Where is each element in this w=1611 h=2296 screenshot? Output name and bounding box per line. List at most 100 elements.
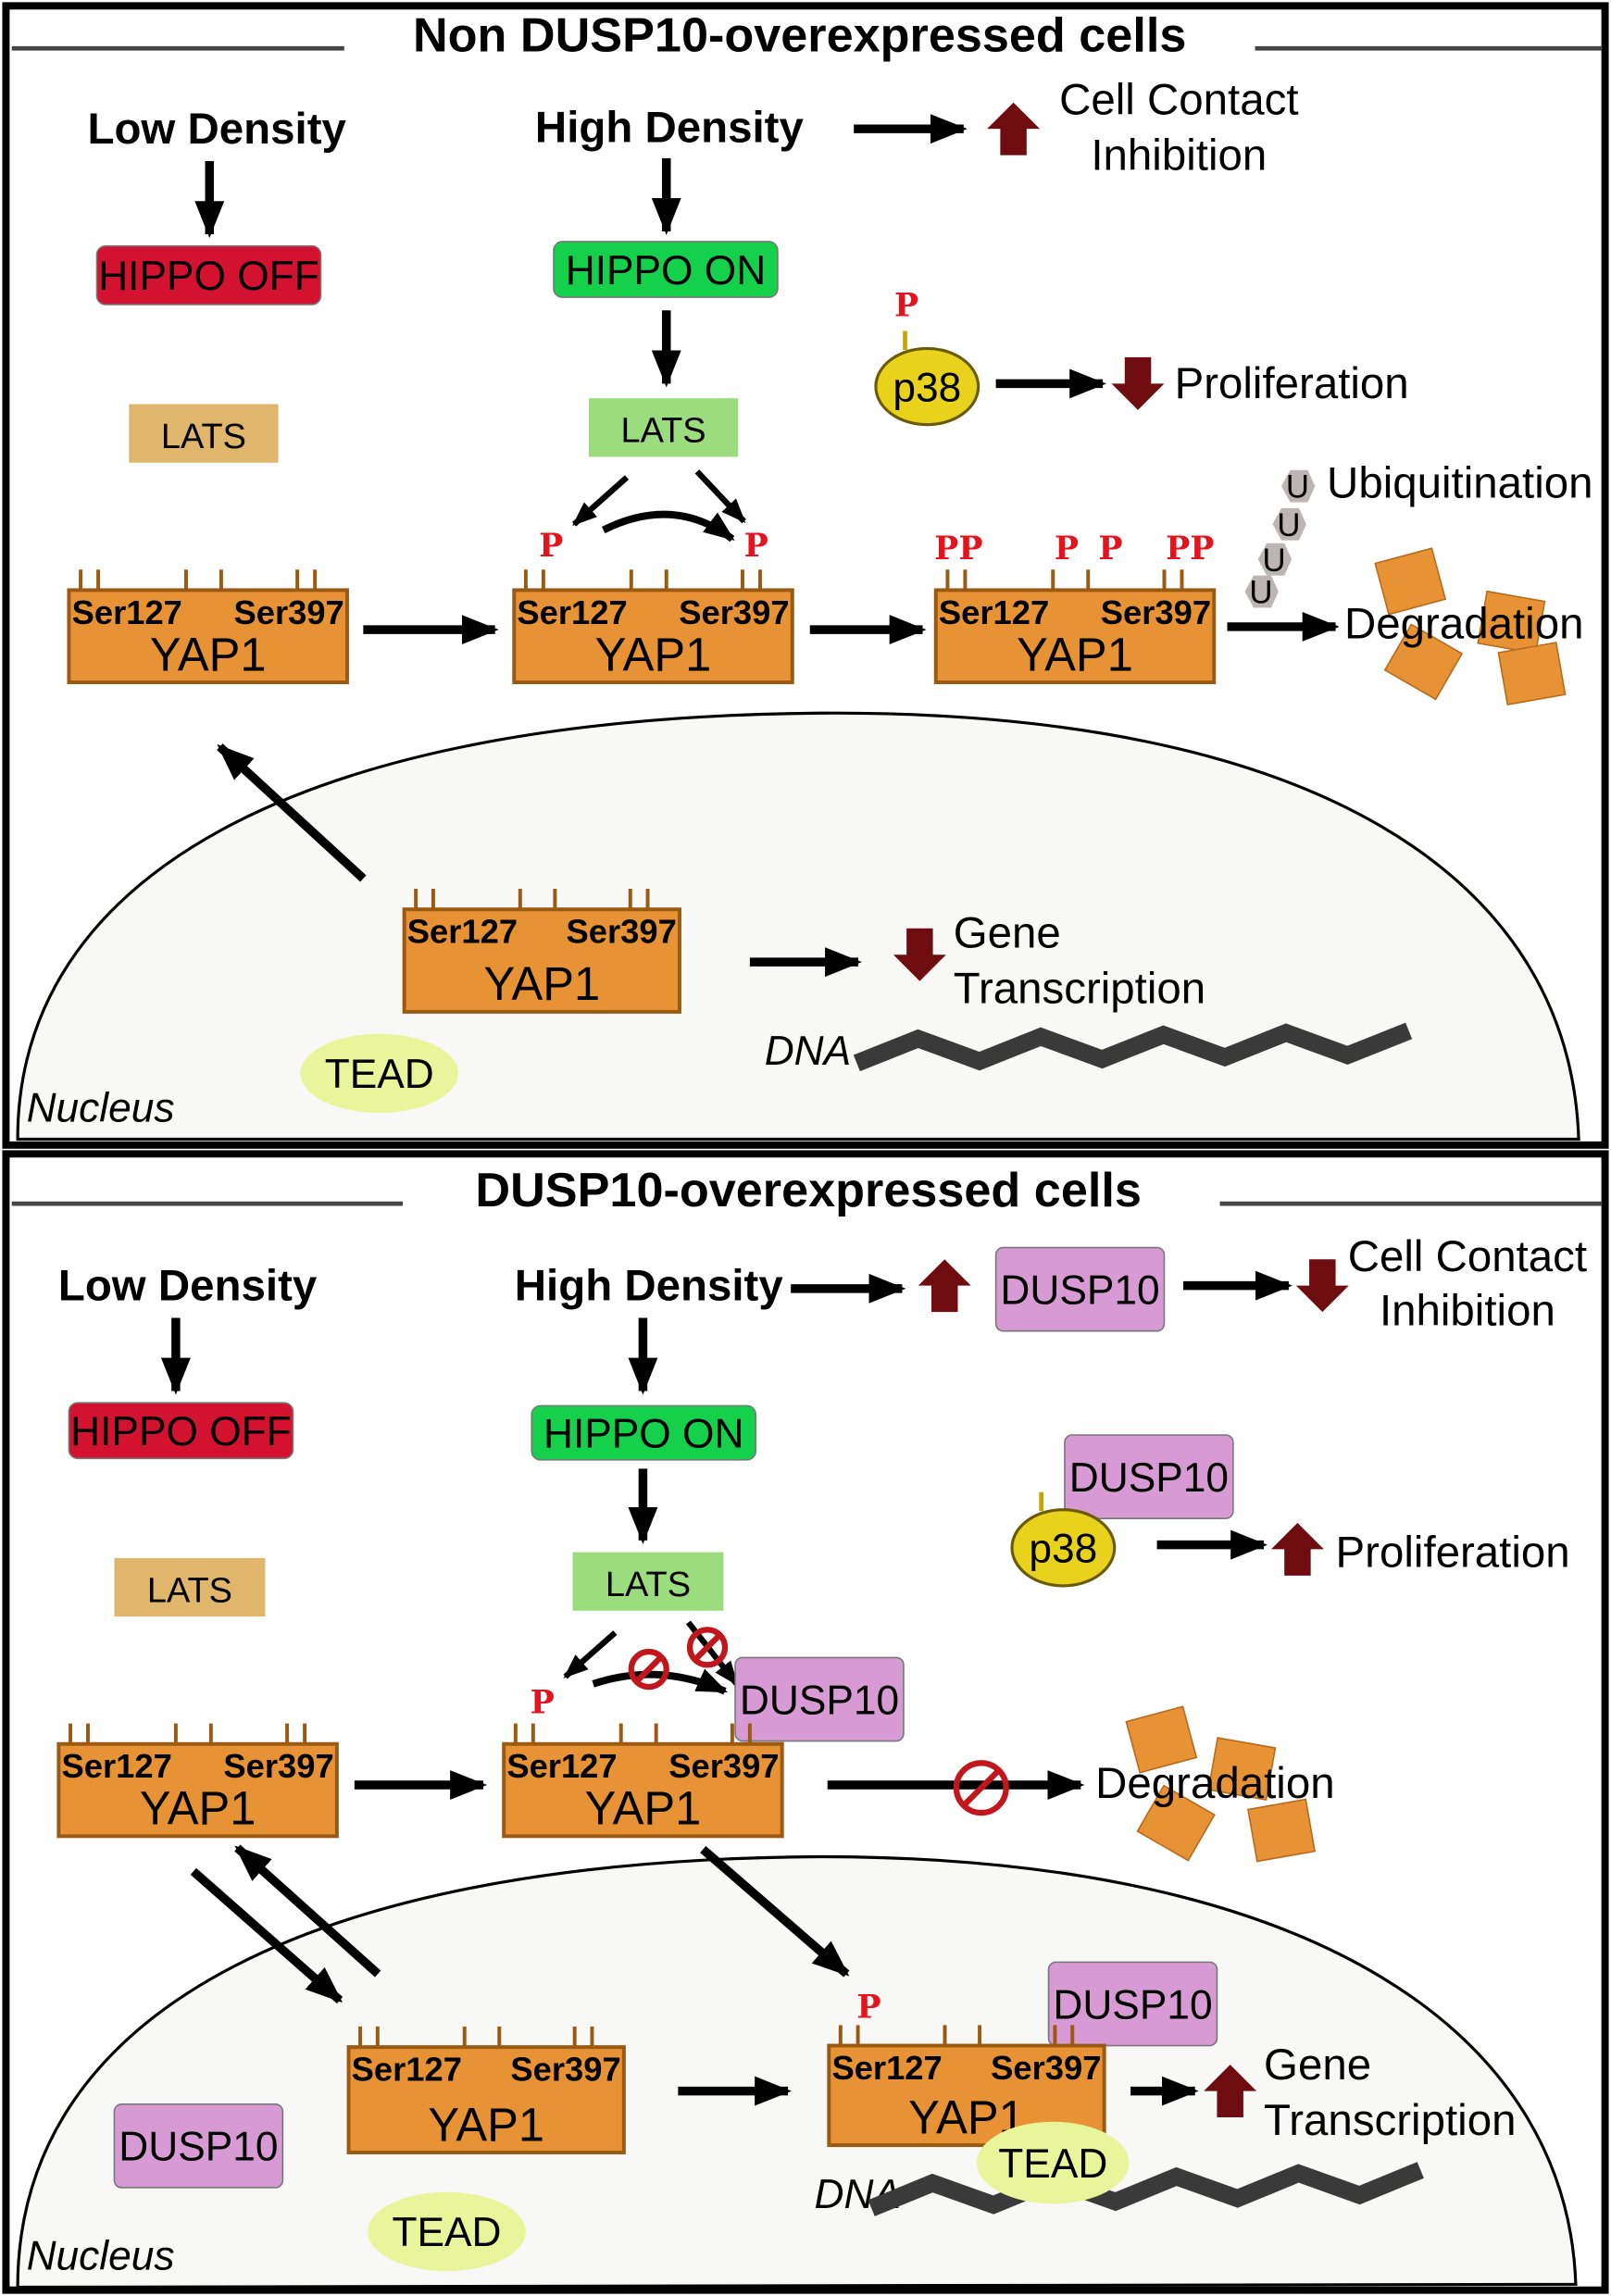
ser127-label: Ser127 xyxy=(939,593,1049,631)
inhibition-label: Inhibition xyxy=(1091,131,1267,180)
dusp10-box-label: DUSP10 xyxy=(1053,1982,1212,2028)
nucleus-label: Nucleus xyxy=(27,1086,175,1131)
degraded-fragment xyxy=(1247,1798,1317,1863)
arrow xyxy=(217,743,367,882)
tead-label: TEAD xyxy=(325,1052,434,1097)
ser397-label: Ser397 xyxy=(991,2049,1101,2087)
increase-arrow-icon xyxy=(987,102,1041,156)
low-density-label: Low Density xyxy=(87,105,346,154)
p38-label: p38 xyxy=(1029,1527,1097,1572)
decrease-arrow-icon xyxy=(1295,1259,1349,1313)
degraded-fragment xyxy=(1136,1784,1216,1862)
dusp10-box xyxy=(1047,1961,1218,2047)
dna-strand xyxy=(868,2162,1424,2216)
nucleus-outline xyxy=(16,711,1580,1142)
lats-active-box xyxy=(572,1552,724,1611)
lats-inactive-box xyxy=(114,1557,266,1617)
degraded-fragment xyxy=(1374,547,1447,616)
yap1-label: YAP1 xyxy=(595,628,712,680)
decrease-arrow-icon xyxy=(893,928,946,981)
gene-label: Gene xyxy=(954,908,1061,957)
circle xyxy=(628,1648,669,1691)
inhibited-icon xyxy=(686,1627,729,1668)
phospho-label: P xyxy=(1098,530,1122,568)
phospho-label: P xyxy=(894,287,918,325)
ubiquitin-label: U xyxy=(1286,470,1309,505)
yap1-body xyxy=(402,907,681,1014)
degradation-label: Degradation xyxy=(1095,1759,1334,1808)
transcription-label: Transcription xyxy=(954,964,1205,1013)
yap1-body xyxy=(512,588,794,685)
ubiquitin-label: U xyxy=(1263,543,1286,579)
lats-inactive-box xyxy=(129,404,279,463)
ser127-label: Ser127 xyxy=(72,593,182,631)
hippo-on-box xyxy=(553,241,779,298)
dusp10-box-label: DUSP10 xyxy=(1069,1455,1229,1501)
low-density-label: Low Density xyxy=(58,1261,318,1310)
dusp10-box xyxy=(994,1246,1166,1332)
ser127-label: Ser127 xyxy=(506,1747,617,1785)
tead-protein xyxy=(368,2191,526,2272)
inhibition-label: Inhibition xyxy=(1380,1286,1555,1335)
proliferation-label: Proliferation xyxy=(1175,359,1409,408)
ubiquitin-icon xyxy=(1257,543,1293,576)
curved-arrow xyxy=(601,510,735,543)
slash xyxy=(961,1768,1001,1808)
ubiquitin-label: U xyxy=(1277,508,1300,543)
arrow xyxy=(572,475,630,527)
ser397-label: Ser397 xyxy=(510,2051,620,2089)
yap1-body xyxy=(56,1741,339,1839)
ser127-label: Ser127 xyxy=(517,593,627,631)
ubiquitin-icon xyxy=(1272,507,1306,541)
slash xyxy=(693,1632,722,1662)
p38-protein xyxy=(874,346,980,427)
dna-strand xyxy=(853,1022,1413,1072)
arrow xyxy=(694,469,746,524)
phospho-label: P xyxy=(744,527,768,565)
degraded-fragment xyxy=(1125,1705,1198,1774)
tead-label: TEAD xyxy=(998,2141,1107,2187)
high-density-label: High Density xyxy=(535,103,805,152)
ser127-label: Ser127 xyxy=(831,2049,942,2087)
p38-label: p38 xyxy=(893,365,961,410)
arrow xyxy=(563,1630,618,1679)
hippo-off-box-label: HIPPO OFF xyxy=(70,1409,292,1454)
high-density-label: High Density xyxy=(515,1261,784,1310)
p38-protein xyxy=(1010,1508,1117,1588)
ser127-label: Ser127 xyxy=(407,913,518,951)
hippo-on-box xyxy=(531,1404,757,1461)
nucleus-label: Nucleus xyxy=(27,2234,175,2279)
dusp10-box-label: DUSP10 xyxy=(1000,1267,1159,1313)
lats-active-box-label: LATS xyxy=(621,412,706,451)
degraded-fragment xyxy=(1207,1737,1277,1802)
ubiquitin-icon xyxy=(1281,469,1316,503)
ubiquitin-label: U xyxy=(1249,576,1272,611)
yap1-label: YAP1 xyxy=(428,2098,544,2151)
lats-inactive-box-label: LATS xyxy=(147,1571,232,1610)
hippo-on-box-label: HIPPO ON xyxy=(543,1411,743,1456)
dusp10-box-label: DUSP10 xyxy=(740,1678,899,1723)
degraded-fragment xyxy=(1497,642,1567,705)
circle xyxy=(686,1627,729,1668)
hippo-off-box xyxy=(68,1402,294,1460)
phospho-label: PP xyxy=(1166,530,1214,568)
cell-contact-label: Cell Contact xyxy=(1059,75,1298,124)
ser127-label: Ser127 xyxy=(352,2051,462,2089)
bottom-panel-title: DUSP10-overexpressed cells xyxy=(475,1164,1141,1217)
dusp10-box xyxy=(1064,1434,1234,1519)
yap1-body xyxy=(346,2045,626,2154)
ser397-label: Ser397 xyxy=(233,593,343,631)
lats-active-box xyxy=(588,398,739,457)
phospho-label: P xyxy=(1055,530,1079,568)
gene-label: Gene xyxy=(1264,2040,1371,2090)
yap1-label: YAP1 xyxy=(1017,628,1133,680)
proliferation-label: Proliferation xyxy=(1336,1528,1570,1577)
hippo-off-box-label: HIPPO OFF xyxy=(98,254,319,299)
cell-contact-label: Cell Contact xyxy=(1348,1232,1587,1281)
